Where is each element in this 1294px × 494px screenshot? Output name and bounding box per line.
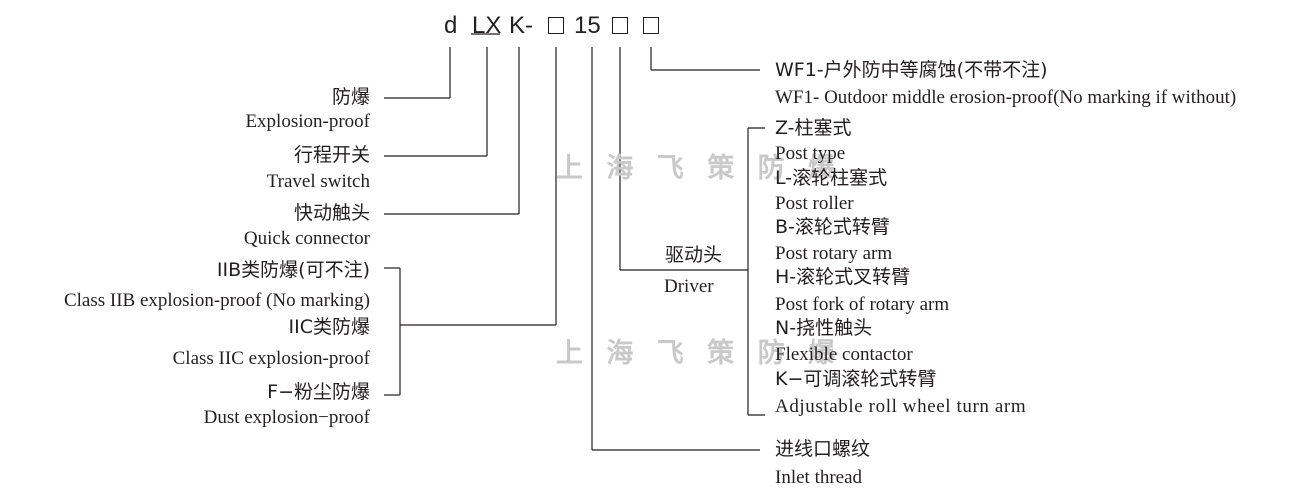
code-series: LX [472, 12, 502, 39]
label-class-iic-en: Class IIC explosion-proof [172, 348, 370, 369]
option-adjustable-en: Adjustable roll wheel turn arm [775, 396, 1027, 417]
label-explosion-proof-en: Explosion-proof [245, 111, 370, 132]
label-class-iib-cn: IIB类防爆(可不注) [216, 259, 370, 281]
label-class-iib-en: Class IIB explosion-proof (No marking) [63, 290, 370, 311]
label-inlet-en: Inlet thread [775, 467, 863, 488]
option-post-roller-cn: L-滚轮柱塞式 [775, 167, 888, 189]
label-wf1-en: WF1- Outdoor middle erosion-proof(No mar… [775, 87, 1237, 108]
label-travel-switch-cn: 行程开关 [293, 144, 370, 166]
label-dust-proof-cn: F−粉尘防爆 [267, 381, 370, 403]
code-prefix: d [444, 12, 458, 39]
label-class-iic-cn: IIC类防爆 [288, 316, 370, 338]
label-quick-connector-cn: 快动触头 [293, 202, 370, 224]
option-post-type-cn: Z-柱塞式 [775, 117, 852, 139]
code-wf1-box [643, 17, 659, 34]
code-class-box [548, 17, 564, 34]
option-fork-arm-cn: H-滚轮式叉转臂 [775, 266, 911, 288]
label-driver-en: Driver [664, 276, 714, 297]
option-flexible-cn: N-挠性触头 [775, 317, 873, 339]
watermark-bottom: 上 海 飞 策 防 爆 [556, 338, 842, 369]
label-quick-connector-en: Quick connector [243, 228, 370, 249]
label-explosion-proof-cn: 防爆 [331, 86, 370, 108]
option-flexible-en: Flexible contactor [775, 344, 913, 365]
option-fork-arm-en: Post fork of rotary arm [775, 294, 950, 315]
option-post-type-en: Post type [775, 143, 846, 164]
option-post-roller-en: Post roller [775, 193, 854, 214]
option-rotary-arm-en: Post rotary arm [775, 243, 893, 264]
code-number: 15 [574, 12, 601, 39]
option-adjustable-cn: K−可调滚轮式转臂 [775, 368, 937, 390]
label-travel-switch-en: Travel switch [266, 171, 370, 192]
label-driver-cn: 驱动头 [665, 244, 723, 266]
code-driver-box [612, 17, 628, 34]
label-inlet-cn: 进线口螺纹 [775, 438, 871, 460]
code-type: K- [509, 12, 533, 39]
option-rotary-arm-cn: B-滚轮式转臂 [775, 216, 890, 238]
label-dust-proof-en: Dust explosion−proof [203, 407, 370, 428]
watermark-top: 上 海 飞 策 防 爆 [556, 153, 842, 184]
label-wf1-cn: WF1-户外防中等腐蚀(不带不注) [775, 59, 1048, 81]
